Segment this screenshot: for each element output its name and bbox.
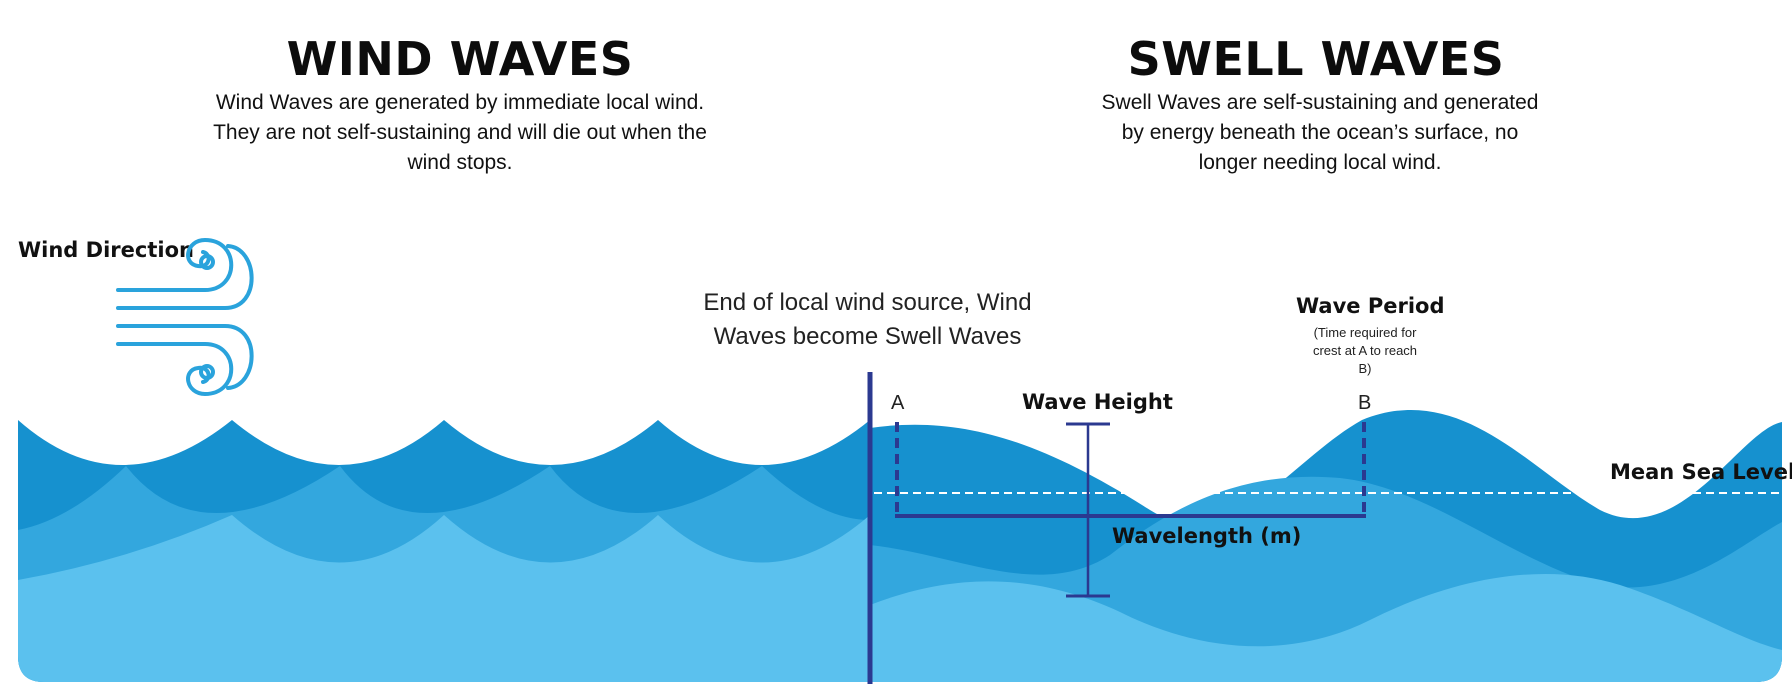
wind-direction-label: Wind Direction <box>18 238 194 262</box>
wave-height-indicator <box>1066 422 1110 598</box>
wave-height-label: Wave Height <box>1022 390 1173 414</box>
swell-waves-description: Swell Waves are self-sustaining and gene… <box>1101 91 1539 174</box>
wavelength-bracket <box>895 422 1366 518</box>
wavelength-label: Wavelength (m) <box>1112 524 1302 548</box>
wind-gust-icon <box>116 237 254 397</box>
wind-waves-graphic <box>18 420 870 682</box>
mean-sea-level-label: Mean Sea Level <box>1610 460 1792 484</box>
end-of-wind-note: End of local wind source, Wind Waves bec… <box>703 289 1032 350</box>
wave-period-label: Wave Period <box>1296 294 1445 318</box>
point-b-label: B <box>1358 392 1372 414</box>
point-a-label: A <box>891 392 905 414</box>
wind-waves-description: Wind Waves are generated by immediate lo… <box>213 91 707 174</box>
wave-period-note: (Time required for crest at A to reach B… <box>1312 325 1418 376</box>
wind-waves-title: WIND WAVES <box>286 32 634 86</box>
swell-waves-graphic <box>870 410 1782 682</box>
swell-waves-title: SWELL WAVES <box>1127 32 1505 86</box>
